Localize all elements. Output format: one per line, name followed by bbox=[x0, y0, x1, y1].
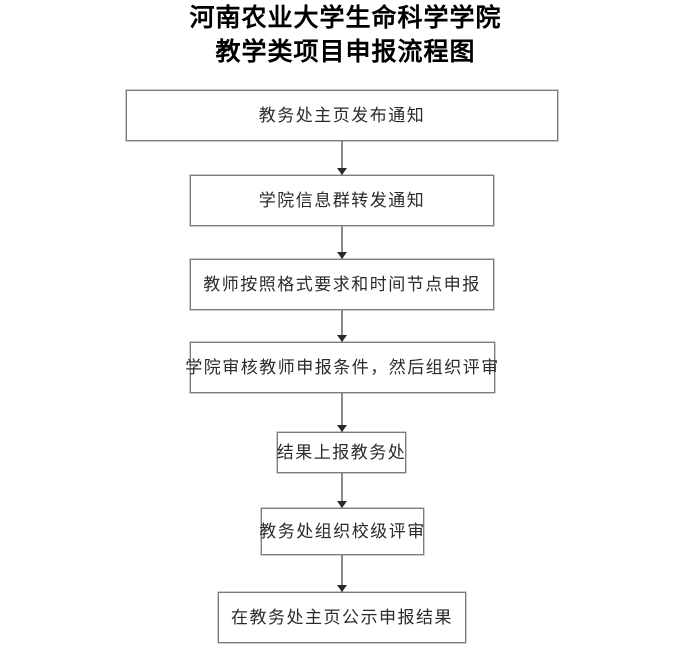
flow-node-label: 教务处组织校级评审 bbox=[259, 521, 426, 541]
arrowhead-down-icon bbox=[337, 252, 347, 259]
edge-line bbox=[341, 473, 343, 508]
flow-edge-4-5 bbox=[337, 393, 347, 432]
flow-node-label: 在教务处主页公示申报结果 bbox=[231, 607, 453, 627]
flow-node-step-6: 教务处组织校级评审 bbox=[259, 508, 426, 555]
flow-edge-2-3 bbox=[337, 226, 347, 259]
flow-node-step-5: 结果上报教务处 bbox=[277, 432, 406, 473]
edge-line bbox=[341, 555, 343, 592]
flow-node-step-1: 教务处主页发布通知 bbox=[126, 90, 558, 141]
flow-edge-5-6 bbox=[337, 473, 347, 508]
title-line-2: 教学类项目申报流程图 bbox=[215, 39, 476, 66]
flow-node-step-2: 学院信息群转发通知 bbox=[190, 175, 494, 226]
edge-line bbox=[341, 393, 343, 432]
arrowhead-down-icon bbox=[337, 425, 347, 432]
arrowhead-down-icon bbox=[337, 168, 347, 175]
edge-line bbox=[341, 226, 343, 259]
flow-node-label: 学院审核教师申报条件，然后组织评审 bbox=[185, 357, 500, 377]
flow-edge-3-4 bbox=[337, 310, 347, 342]
arrowhead-down-icon bbox=[337, 585, 347, 592]
page-title: 河南农业大学生命科学学院 教学类项目申报流程图 bbox=[0, 2, 691, 70]
flow-node-step-4: 学院审核教师申报条件，然后组织评审 bbox=[185, 342, 498, 393]
edge-line bbox=[341, 310, 343, 342]
arrowhead-down-icon bbox=[337, 335, 347, 342]
edge-line bbox=[341, 141, 343, 175]
flow-edge-6-7 bbox=[337, 555, 347, 592]
title-line-1: 河南农业大学生命科学学院 bbox=[189, 5, 502, 32]
flow-node-label: 学院信息群转发通知 bbox=[258, 190, 426, 210]
arrowhead-down-icon bbox=[337, 501, 347, 508]
flow-node-label: 教师按照格式要求和时间节点申报 bbox=[203, 274, 481, 294]
flow-node-step-3: 教师按照格式要求和时间节点申报 bbox=[190, 259, 494, 310]
flow-node-step-7: 在教务处主页公示申报结果 bbox=[218, 592, 466, 643]
flow-edge-1-2 bbox=[337, 141, 347, 175]
flow-node-label: 教务处主页发布通知 bbox=[258, 105, 426, 125]
flow-node-label: 结果上报教务处 bbox=[276, 442, 407, 462]
